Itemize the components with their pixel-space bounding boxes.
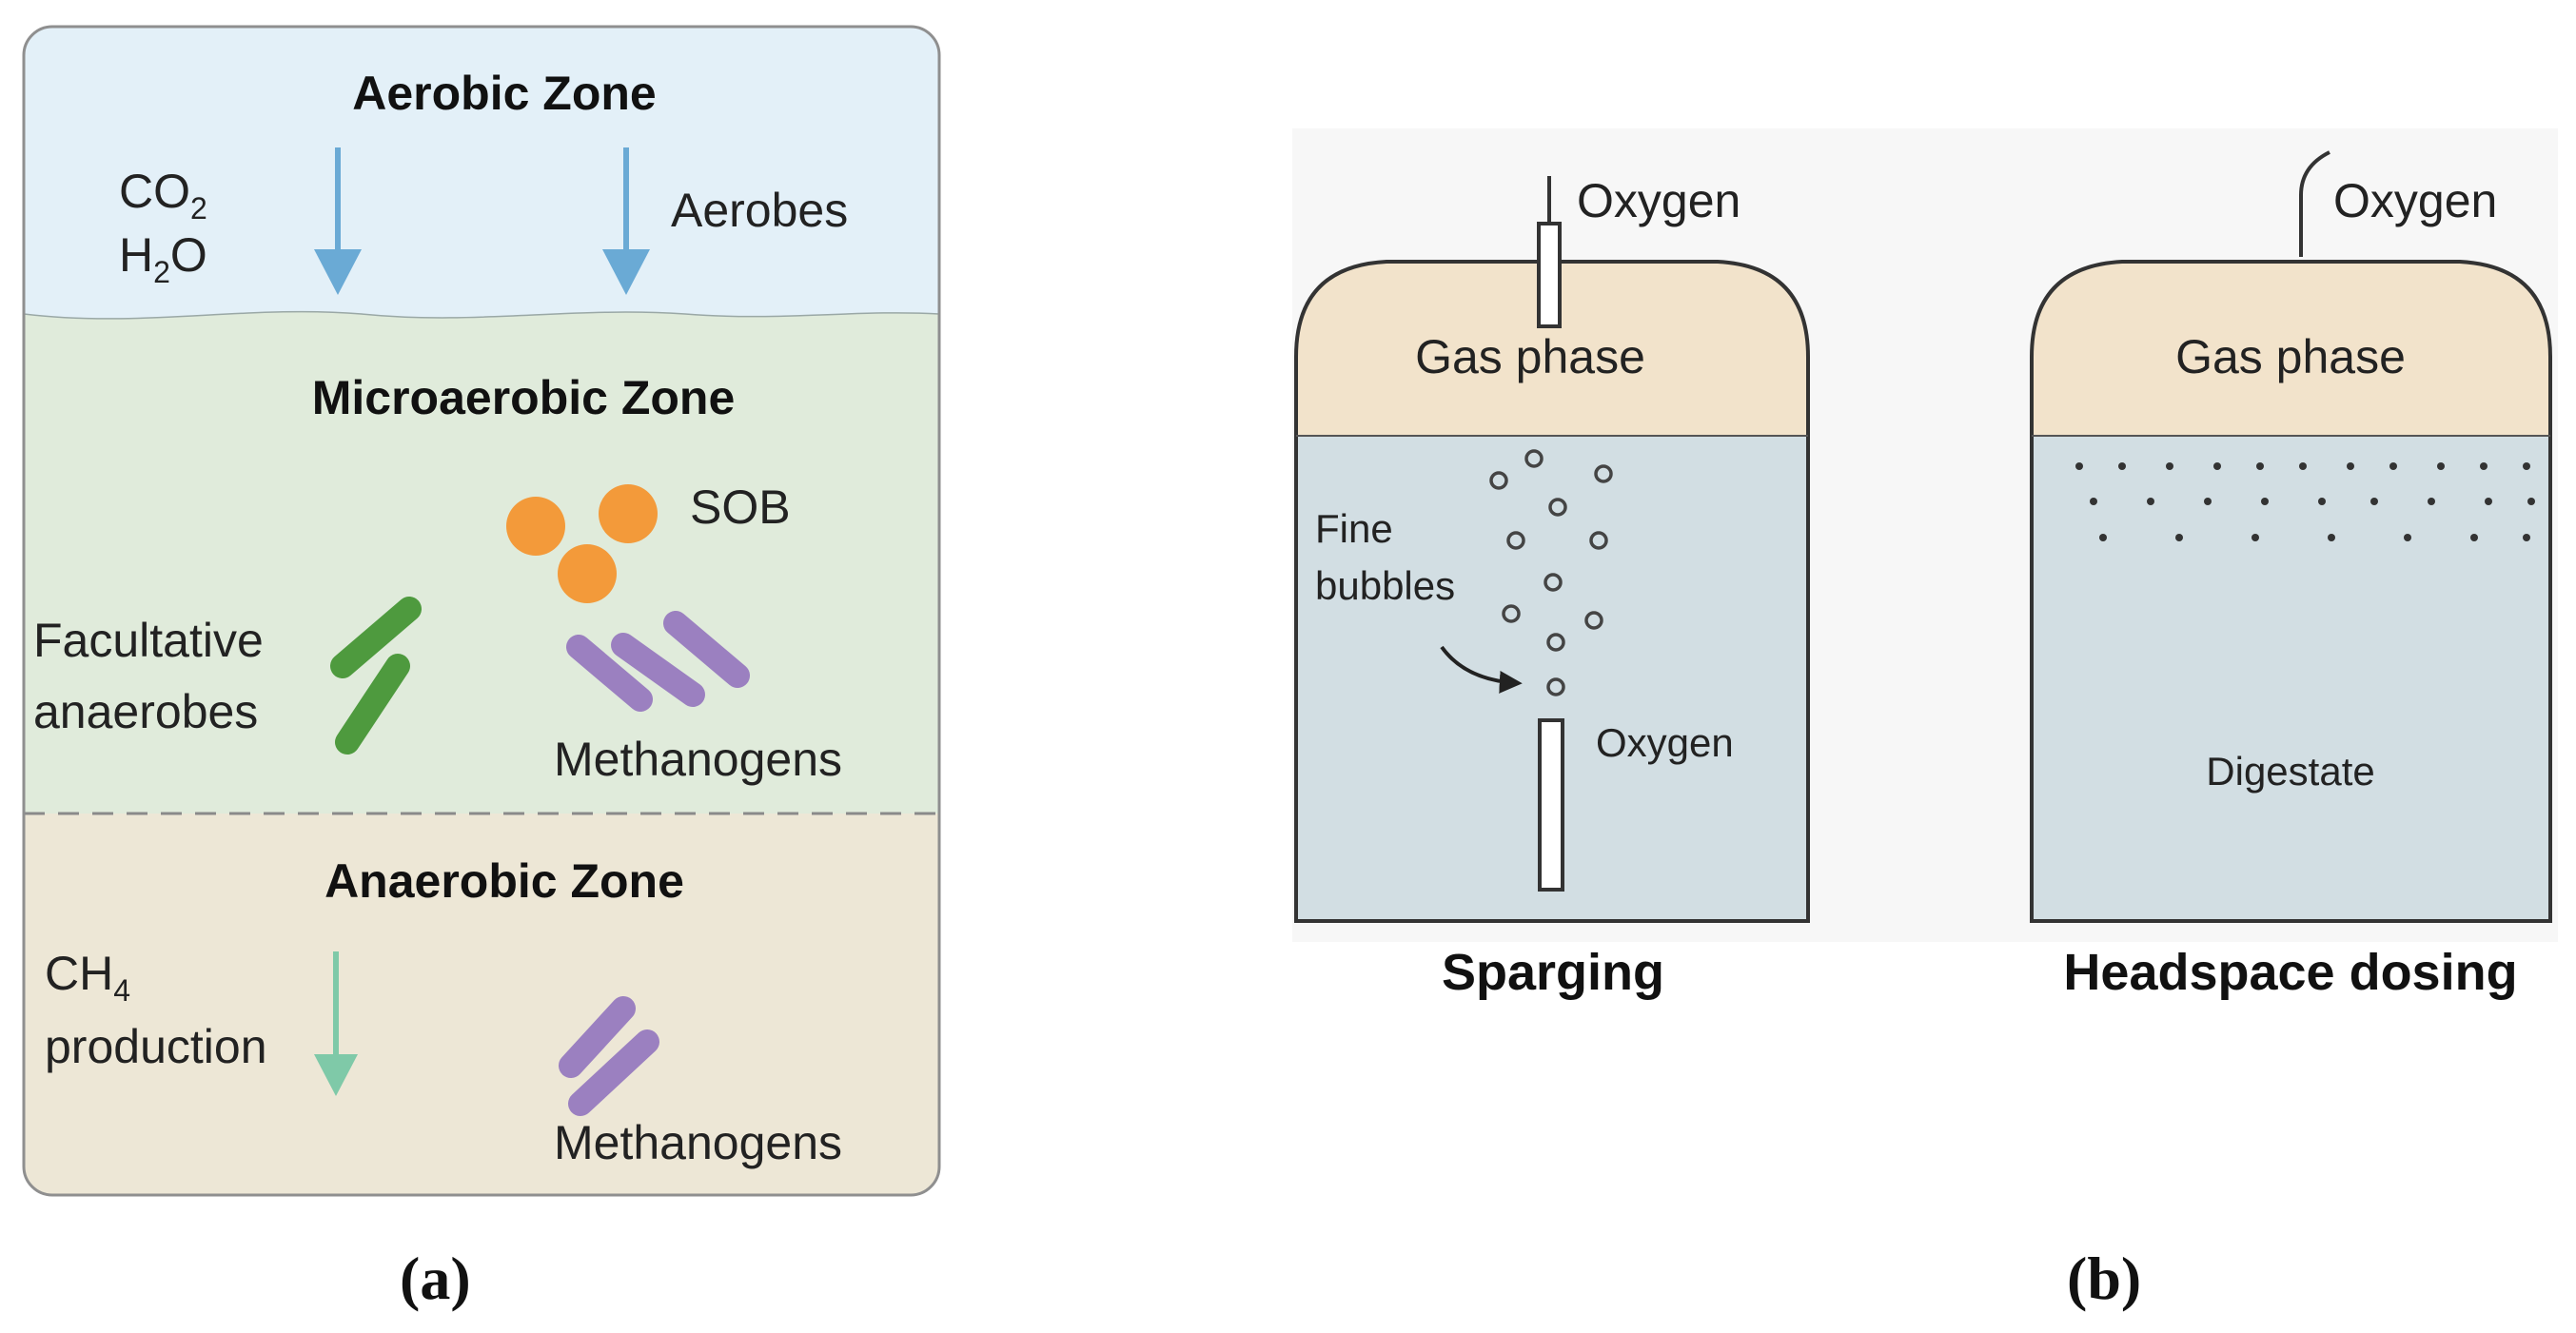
methanogen-cells-anaerobic: [559, 996, 659, 1116]
sparger-tube: [1538, 718, 1564, 892]
headspace-gas-phase: [2032, 262, 2550, 436]
headspace-oxygen-inlet-arrow: [2299, 150, 2330, 257]
ch4-label: CH4: [45, 947, 130, 1008]
sob-label: SOB: [690, 480, 791, 534]
headspace-liquid: [2032, 436, 2550, 921]
sparging-oxygen-top-label: Oxygen: [1577, 174, 1740, 227]
methanogens-label-micro: Methanogens: [554, 733, 842, 786]
headspace-gas-phase-label: Gas phase: [2175, 330, 2406, 383]
aerobes-label: Aerobes: [671, 184, 848, 237]
h2o-label: H2O: [119, 228, 207, 289]
dissolved-oxygen-dots: [2075, 462, 2535, 541]
panel-b: Oxygen Gas phase Fine bubbles Oxygen Spa…: [1292, 128, 2558, 1312]
panel-a-caption: (a): [400, 1245, 471, 1312]
aerobic-zone-title: Aerobic Zone: [352, 67, 656, 120]
headspace-reactor: [2030, 150, 2552, 923]
anaerobic-zone-title: Anaerobic Zone: [324, 854, 684, 908]
sob-cells: [506, 484, 658, 603]
digestate-label: Digestate: [2206, 749, 2374, 794]
aerobic-down-arrow-2: [602, 147, 650, 295]
sparging-vessel-outline: [1294, 260, 1810, 923]
methanogen-cells-micro: [566, 611, 750, 712]
facultative-anaerobe-cells: [330, 597, 422, 755]
co2-label: CO2: [119, 165, 207, 225]
facultative-label-line2: anaerobes: [33, 685, 258, 738]
anaerobic-zone-bg: [24, 814, 939, 1195]
methanogens-label-anaerobic: Methanogens: [554, 1116, 842, 1169]
fine-bubbles-label-line1: Fine: [1315, 506, 1393, 551]
sparging-gas-phase-label: Gas phase: [1415, 330, 1645, 383]
microaerobic-zone-title: Microaerobic Zone: [312, 371, 736, 424]
panel-a: Aerobic Zone CO2 H2O Aerobes Microaerobi…: [22, 25, 941, 1312]
headspace-dosing-label: Headspace dosing: [2063, 944, 2517, 1001]
production-label: production: [45, 1020, 267, 1073]
panel-b-caption: (b): [2067, 1245, 2141, 1312]
aerobic-down-arrow-1: [314, 147, 362, 295]
sparging-inlet-nozzle: [1537, 222, 1562, 328]
fine-bubbles: [1489, 449, 1613, 696]
sparging-gas-phase: [1296, 262, 1808, 436]
zone-boundary-wave: [24, 310, 939, 320]
aerobic-zone-bg: [24, 27, 939, 331]
headspace-oxygen-top-label: Oxygen: [2333, 174, 2497, 227]
fine-bubbles-pointer-arrow: [1440, 645, 1523, 694]
sparging-label: Sparging: [1442, 944, 1664, 1001]
sparging-reactor: [1294, 176, 1810, 923]
headspace-vessel-outline: [2030, 260, 2552, 923]
panel-a-border: [22, 25, 941, 1197]
fine-bubbles-label-line2: bubbles: [1315, 563, 1455, 608]
facultative-label-line1: Facultative: [33, 614, 264, 667]
microaerobic-zone-bg: [24, 311, 939, 814]
sparging-oxygen-inlet-label: Oxygen: [1596, 720, 1734, 765]
anaerobic-down-arrow: [314, 951, 358, 1096]
